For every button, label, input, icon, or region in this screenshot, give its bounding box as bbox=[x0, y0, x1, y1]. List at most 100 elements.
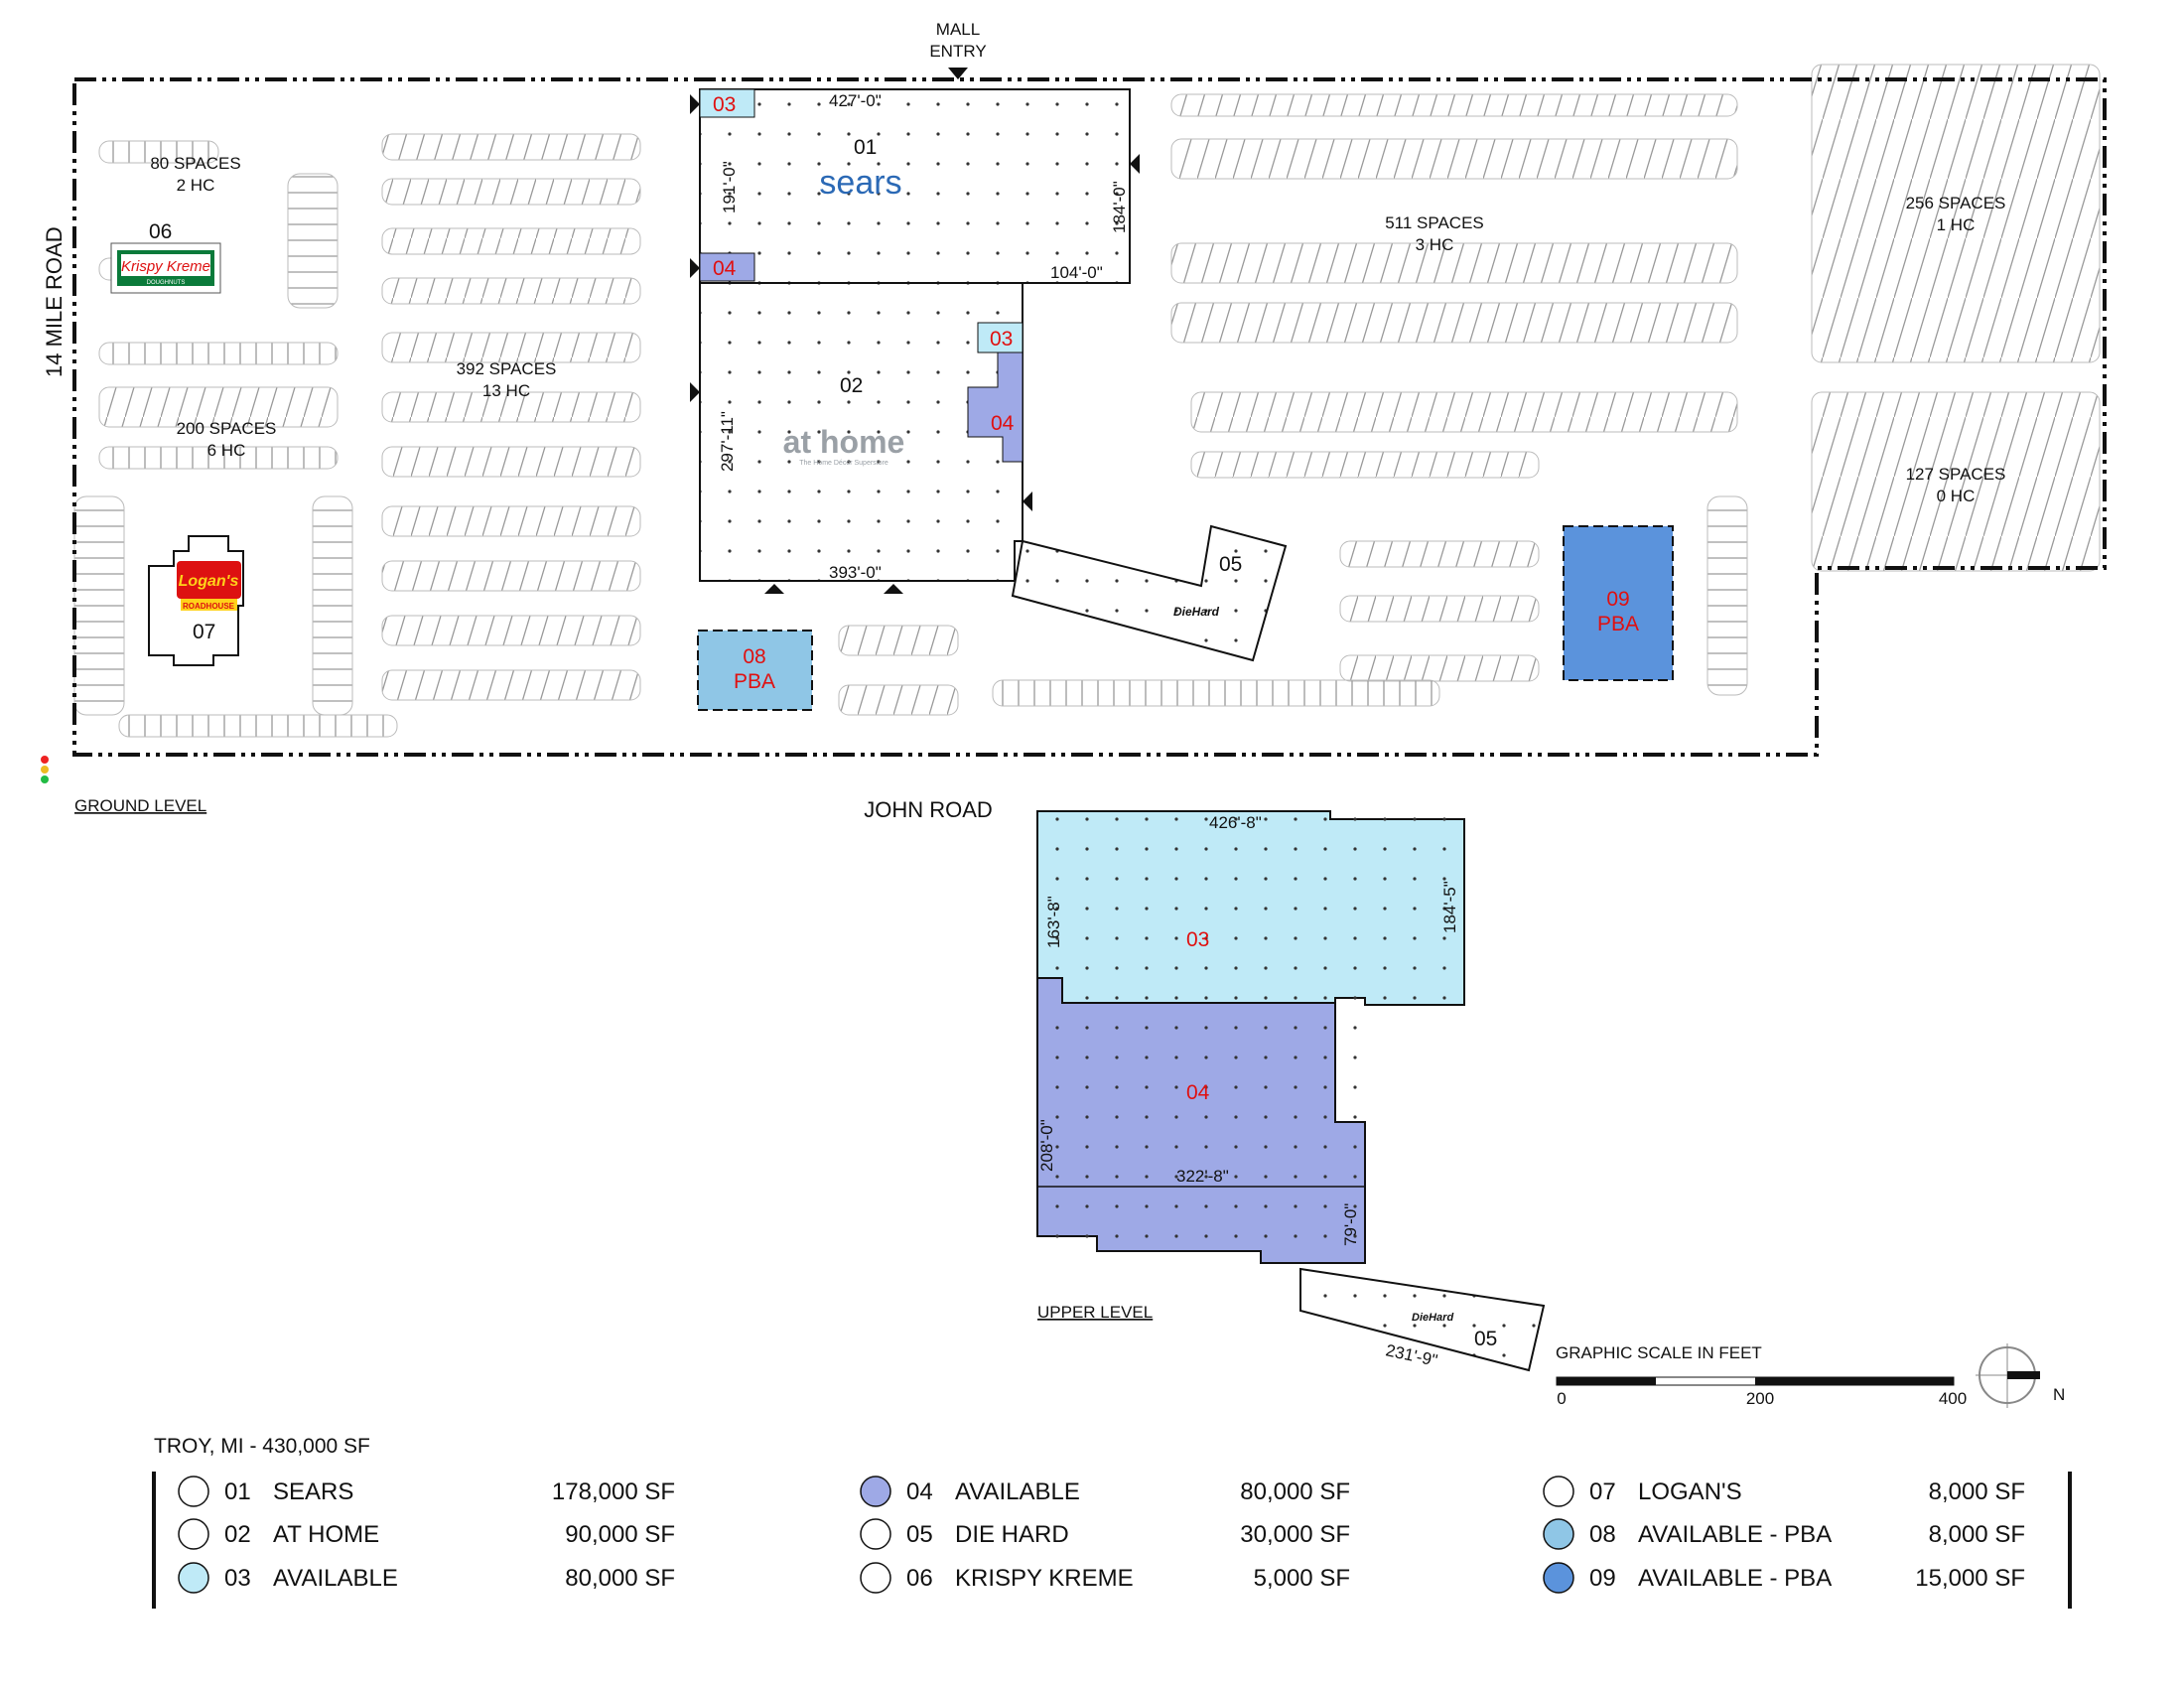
legend-name: DIE HARD bbox=[955, 1521, 1069, 1548]
legend-number: 01 bbox=[224, 1478, 251, 1505]
unit-09-pba[interactable]: 09 PBA bbox=[1563, 525, 1674, 681]
krispy-kreme-logo: Krispy Kreme bbox=[121, 258, 210, 275]
entry-markers bbox=[690, 68, 1140, 594]
legend-name: SEARS bbox=[273, 1478, 353, 1505]
legend-item: 01 SEARS 178,000 SF bbox=[178, 1476, 675, 1507]
north-label: N bbox=[2053, 1385, 2065, 1404]
dim-sears-bottom: 104'-0" bbox=[1050, 263, 1103, 282]
road-label-south: JOHN ROAD bbox=[864, 797, 993, 822]
unit-label-03-right: 03 bbox=[990, 328, 1013, 351]
north-arrow-icon: N bbox=[1976, 1343, 2065, 1408]
upper-unit-04[interactable]: 04 bbox=[1036, 977, 1366, 1264]
parking-hc: 3 HC bbox=[1416, 235, 1454, 254]
legend-item: 06 KRISPY KREME 5,000 SF bbox=[860, 1562, 1350, 1594]
legend-name: AT HOME bbox=[273, 1521, 379, 1548]
unit-07-logans[interactable]: Logan's ROADHOUSE 07 bbox=[148, 535, 244, 666]
unit-04-ground-right[interactable]: 04 bbox=[967, 352, 1024, 463]
upper-unit-label-03: 03 bbox=[1186, 928, 1209, 951]
upper-unit-label-05: 05 bbox=[1474, 1328, 1497, 1350]
unit-04-ground-left[interactable]: 04 bbox=[699, 252, 755, 282]
legend-swatch bbox=[1543, 1518, 1574, 1550]
unit-03-ground-right[interactable]: 03 bbox=[977, 322, 1024, 353]
legend-name: AVAILABLE bbox=[955, 1478, 1080, 1505]
legend-name: LOGAN'S bbox=[1638, 1478, 1742, 1505]
legend-swatch bbox=[1543, 1476, 1574, 1507]
sears-logo: sears bbox=[819, 164, 901, 202]
dim-upper-left04: 208'-0" bbox=[1037, 1119, 1056, 1172]
unit-label-09: 09 bbox=[1606, 588, 1629, 611]
scale-tick: 400 bbox=[1939, 1389, 1967, 1408]
ground-dimensions: 427'-0" 191'-0" 184'-0" 104'-0" 297'-11"… bbox=[718, 91, 1129, 582]
mall-entry-label: MALL bbox=[936, 20, 980, 39]
dim-upper-right04: 79'-0" bbox=[1341, 1203, 1360, 1246]
dim-upper-right03: 184'-5" bbox=[1440, 881, 1459, 933]
ground-level-label: GROUND LEVEL bbox=[74, 796, 206, 815]
legend-area: 80,000 SF bbox=[565, 1565, 675, 1592]
unit-03-ground-top[interactable]: 03 bbox=[699, 88, 755, 118]
unit-label-06: 06 bbox=[149, 220, 172, 243]
unit-label-05: 05 bbox=[1219, 553, 1242, 576]
parking-count: 127 SPACES bbox=[1906, 465, 2006, 484]
upper-unit-03[interactable]: 03 bbox=[1036, 810, 1465, 1006]
mall-entry-label-2: ENTRY bbox=[929, 42, 986, 61]
diehard-logo-upper: DieHard bbox=[1412, 1312, 1453, 1324]
unit-06-krispy-kreme[interactable]: Krispy Kreme DOUGHNUTS 06 bbox=[110, 220, 221, 294]
athome-logo: at home bbox=[783, 424, 905, 460]
legend-swatch bbox=[860, 1518, 891, 1550]
legend-number: 06 bbox=[906, 1565, 933, 1592]
athome-tagline: The Home Décor Superstore bbox=[799, 460, 888, 467]
legend-name: KRISPY KREME bbox=[955, 1565, 1134, 1592]
krispy-kreme-sub: DOUGHNUTS bbox=[147, 280, 186, 286]
dim-sears-top: 427'-0" bbox=[829, 91, 882, 110]
dim-upper-top: 426'-8" bbox=[1209, 813, 1262, 832]
parking-count: 511 SPACES bbox=[1385, 213, 1484, 232]
legend-name: AVAILABLE - PBA bbox=[1638, 1521, 1832, 1548]
legend-area: 5,000 SF bbox=[1254, 1565, 1350, 1592]
legend-swatch bbox=[860, 1476, 891, 1507]
upper-level-label: UPPER LEVEL bbox=[1037, 1303, 1153, 1322]
parking-count: 256 SPACES bbox=[1906, 194, 2006, 212]
scale-tick: 200 bbox=[1746, 1389, 1774, 1408]
unit-08-pba[interactable]: 08 PBA bbox=[697, 630, 813, 711]
legend-title: TROY, MI - 430,000 SF bbox=[154, 1435, 370, 1458]
dim-athome-left: 297'-11" bbox=[718, 411, 737, 472]
unit-label-04-left: 04 bbox=[713, 257, 737, 280]
upper-level-plan: 03 04 05 DieHard 426'-8" 163'-8" 184'-5"… bbox=[1036, 810, 1546, 1372]
logans-logo: Logan's bbox=[179, 573, 239, 590]
parking-count: 200 SPACES bbox=[177, 419, 277, 438]
unit-label-01: 01 bbox=[854, 136, 877, 159]
unit-01-sears[interactable]: 01 sears bbox=[699, 88, 1131, 284]
parking-hc: 13 HC bbox=[482, 381, 530, 400]
legend-number: 07 bbox=[1589, 1478, 1616, 1505]
unit-02-athome[interactable]: 02 at home The Home Décor Superstore bbox=[699, 282, 1024, 582]
logans-sub: ROADHOUSE bbox=[183, 602, 235, 611]
scale-tick: 0 bbox=[1557, 1389, 1566, 1408]
property-boundary bbox=[72, 77, 2107, 757]
legend-swatch bbox=[860, 1562, 891, 1594]
unit-label-04-right: 04 bbox=[991, 412, 1015, 435]
legend-name: AVAILABLE bbox=[273, 1565, 398, 1592]
legend-name: AVAILABLE - PBA bbox=[1638, 1565, 1832, 1592]
legend-area: 8,000 SF bbox=[1929, 1478, 2025, 1505]
legend-number: 02 bbox=[224, 1521, 251, 1548]
legend-area: 8,000 SF bbox=[1929, 1521, 2025, 1548]
unit-05-diehard[interactable]: 05 DieHard bbox=[1011, 524, 1288, 662]
legend-area: 178,000 SF bbox=[552, 1478, 675, 1505]
legend-item: 07 LOGAN'S 8,000 SF bbox=[1543, 1476, 2025, 1507]
legend-number: 05 bbox=[906, 1521, 933, 1548]
dim-sears-right: 184'-0" bbox=[1110, 181, 1129, 233]
parking-labels: 80 SPACES 2 HC 392 SPACES 13 HC 200 SPAC… bbox=[150, 154, 2005, 505]
dim-athome-bottom: 393'-0" bbox=[829, 563, 882, 582]
unit-label-08: 08 bbox=[743, 645, 765, 668]
parking-count: 392 SPACES bbox=[457, 359, 557, 378]
graphic-scale: GRAPHIC SCALE IN FEET 0 200 400 bbox=[1556, 1343, 1967, 1408]
unit-label-03-top: 03 bbox=[713, 93, 736, 116]
dim-sears-left: 191'-0" bbox=[720, 161, 739, 213]
unit-09-tag: PBA bbox=[1597, 613, 1639, 635]
upper-unit-05[interactable]: 05 DieHard bbox=[1299, 1267, 1546, 1372]
